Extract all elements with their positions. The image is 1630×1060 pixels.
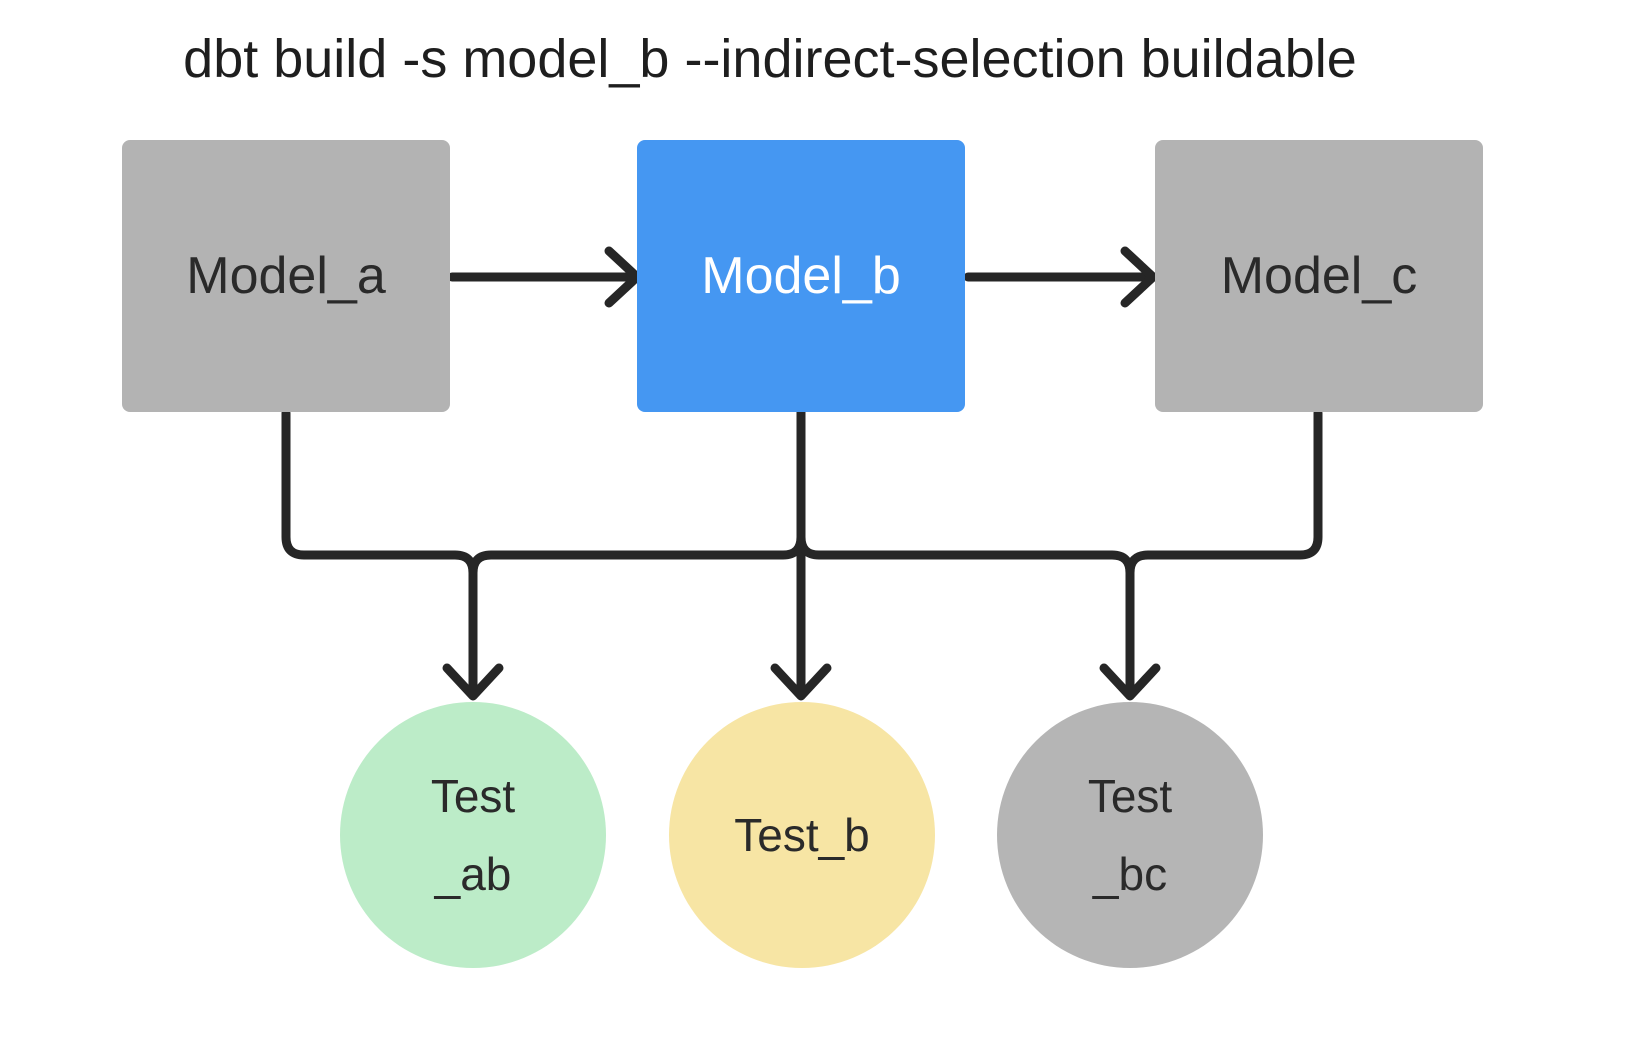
edge-model-a-to-bus [281, 408, 478, 695]
node-test-bc-label-line2: _bc [1092, 848, 1168, 900]
node-test-ab: Test _ab [340, 702, 606, 968]
node-model-c-label: Model_c [1220, 247, 1418, 305]
node-model-b: Model_b [637, 140, 965, 412]
arrowhead-model-c-icon [1120, 246, 1158, 308]
node-test-bc-label-line1: Test [1087, 769, 1173, 822]
node-model-a-label: Model_a [186, 247, 386, 305]
arrowhead-test-b-icon [770, 663, 832, 701]
node-test-ab-label-line2: _ab [434, 848, 512, 900]
node-model-b-label: Model_b [701, 247, 901, 305]
node-test-b-label-line1: Test_b [734, 808, 870, 861]
diagram-title: dbt build -s model_b --indirect-selectio… [183, 29, 1357, 89]
arrowhead-test-bc-icon [1099, 663, 1161, 701]
node-test-b: Test_b [669, 702, 935, 968]
node-test-ab-label-line1: Test [430, 769, 516, 822]
edge-model-c-to-bus [1125, 408, 1323, 578]
bus-segment-left [468, 532, 806, 578]
node-model-c: Model_c [1155, 140, 1483, 412]
node-test-bc: Test _bc [997, 702, 1263, 968]
arrowhead-test-ab-icon [442, 663, 504, 701]
node-model-a: Model_a [122, 140, 450, 412]
bus-segment-right [796, 532, 1135, 695]
